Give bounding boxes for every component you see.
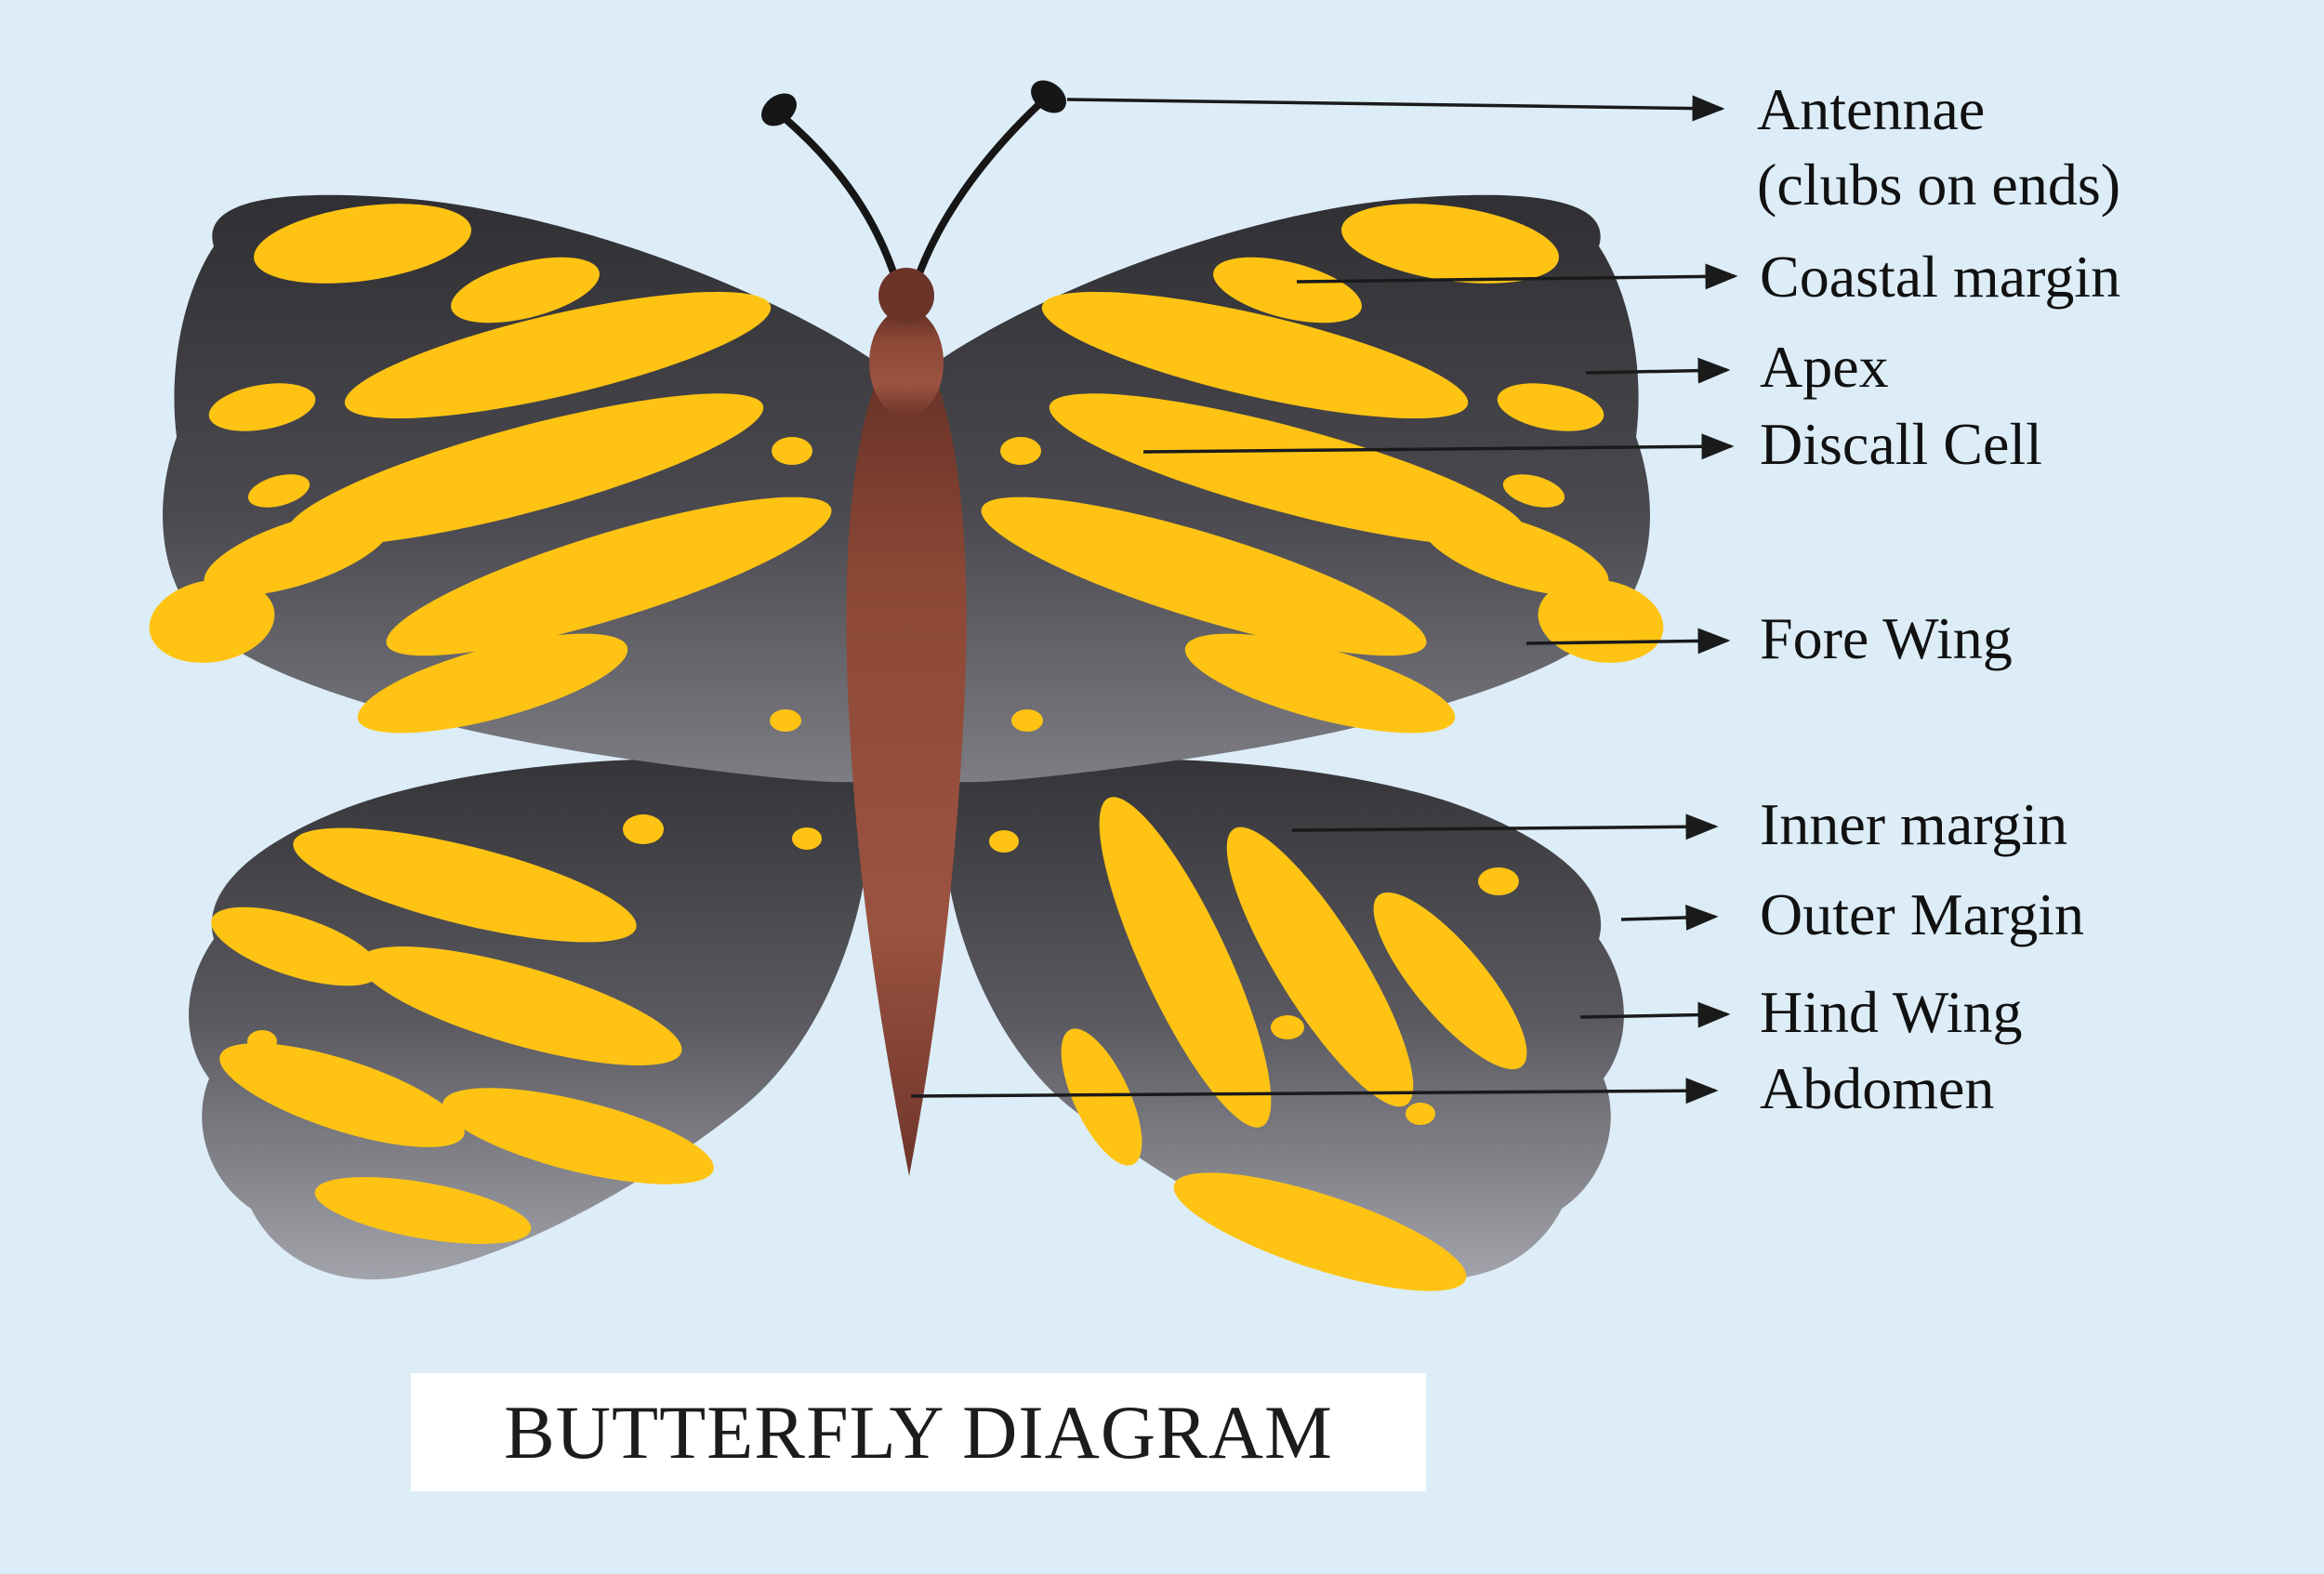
wing-spot bbox=[1041, 291, 1469, 419]
wing-spot bbox=[386, 496, 832, 656]
wing-spot bbox=[1373, 892, 1527, 1070]
right-fore-wing bbox=[926, 194, 1664, 783]
leader-line-abdomen bbox=[910, 1078, 1719, 1104]
label-fore-wing: Fore Wing bbox=[1760, 605, 2013, 671]
wing-spot bbox=[208, 383, 316, 431]
label-hind-wing: Hind Wing bbox=[1760, 979, 2023, 1045]
wing-spot bbox=[989, 830, 1019, 853]
wing-spot bbox=[1502, 474, 1565, 508]
wing-spot bbox=[442, 1088, 714, 1184]
wing-spot bbox=[357, 633, 628, 734]
label-outer-margin: Outer Margin bbox=[1760, 881, 2084, 947]
wing-spot bbox=[149, 579, 275, 663]
leader-line-outer-margin bbox=[1620, 904, 1719, 931]
leader-lines bbox=[910, 95, 1738, 1104]
thorax-shape bbox=[869, 309, 944, 417]
label-antennae: Antennae (clubs on ends) bbox=[1757, 73, 2120, 222]
leader-line-apex bbox=[1585, 357, 1731, 384]
wing-spot bbox=[1478, 867, 1519, 895]
wing-spot bbox=[1173, 1172, 1467, 1291]
label-inner-margin: Inner margin bbox=[1760, 791, 2068, 857]
left-antenna bbox=[782, 115, 901, 287]
label-antennae-line1: Antennae bbox=[1757, 76, 1986, 142]
head-shape bbox=[878, 268, 934, 324]
wing-spot bbox=[772, 437, 812, 465]
wing-spot bbox=[1497, 383, 1604, 431]
wing-spot bbox=[211, 906, 380, 986]
wing-spot bbox=[286, 393, 764, 546]
antennae bbox=[761, 80, 1066, 287]
antenna-club-right-icon bbox=[1031, 80, 1066, 113]
wing-spot bbox=[1213, 257, 1362, 324]
label-discall-cell: Discall Cell bbox=[1760, 411, 2042, 477]
right-antenna bbox=[912, 100, 1043, 287]
wing-spot bbox=[792, 827, 822, 850]
label-abdomen: Abdomen bbox=[1760, 1055, 1995, 1121]
wing-spot bbox=[293, 827, 637, 943]
wing-spot bbox=[1341, 204, 1559, 284]
butterfly-body bbox=[846, 268, 967, 1176]
right-hind-wing bbox=[943, 758, 1624, 1291]
leader-line-fore-wing bbox=[1525, 628, 1731, 655]
wing-spot bbox=[344, 291, 772, 419]
wing-spot bbox=[1271, 1015, 1304, 1039]
wing-spot bbox=[247, 1030, 277, 1052]
wing-spot bbox=[254, 204, 471, 284]
label-coastal-margin: Coastal margin bbox=[1760, 244, 2121, 310]
left-fore-wing bbox=[149, 194, 887, 783]
leader-line-discall-cell bbox=[1142, 433, 1735, 460]
leader-line-hind-wing bbox=[1579, 1001, 1731, 1028]
wing-spot bbox=[247, 474, 310, 508]
wing-spot bbox=[359, 946, 682, 1065]
wing-spot bbox=[1011, 709, 1043, 732]
wing-spot bbox=[623, 814, 664, 844]
page-title: BUTTERFLY DIAGRAM bbox=[504, 1389, 1333, 1475]
leader-line-antennae bbox=[1066, 95, 1725, 122]
wing-spot bbox=[1061, 1028, 1142, 1166]
antenna-club-left-icon bbox=[761, 93, 797, 126]
label-antennae-line2: (clubs on ends) bbox=[1757, 151, 2121, 218]
wing-spot bbox=[1226, 827, 1414, 1107]
title-box: BUTTERFLY DIAGRAM bbox=[411, 1373, 1426, 1491]
wing-spot bbox=[981, 496, 1427, 656]
wing-spot bbox=[1406, 1103, 1435, 1125]
wing-spot bbox=[204, 510, 391, 596]
wing-spot bbox=[1099, 797, 1272, 1128]
leader-line-coastal-margin bbox=[1296, 263, 1738, 290]
wing-spot bbox=[1184, 633, 1456, 734]
left-hind-wing bbox=[189, 758, 870, 1280]
label-apex: Apex bbox=[1760, 334, 1889, 400]
wing-spot bbox=[1000, 437, 1041, 465]
wing-spot bbox=[413, 975, 446, 999]
leader-line-inner-margin bbox=[1291, 813, 1719, 840]
wing-spot bbox=[219, 1043, 465, 1147]
wing-spot bbox=[314, 1177, 532, 1244]
abdomen-shape bbox=[846, 325, 967, 1176]
wing-spot bbox=[451, 257, 600, 324]
wing-spot bbox=[1049, 393, 1526, 546]
wing-spot bbox=[770, 709, 801, 732]
wing-spot bbox=[1421, 510, 1609, 596]
